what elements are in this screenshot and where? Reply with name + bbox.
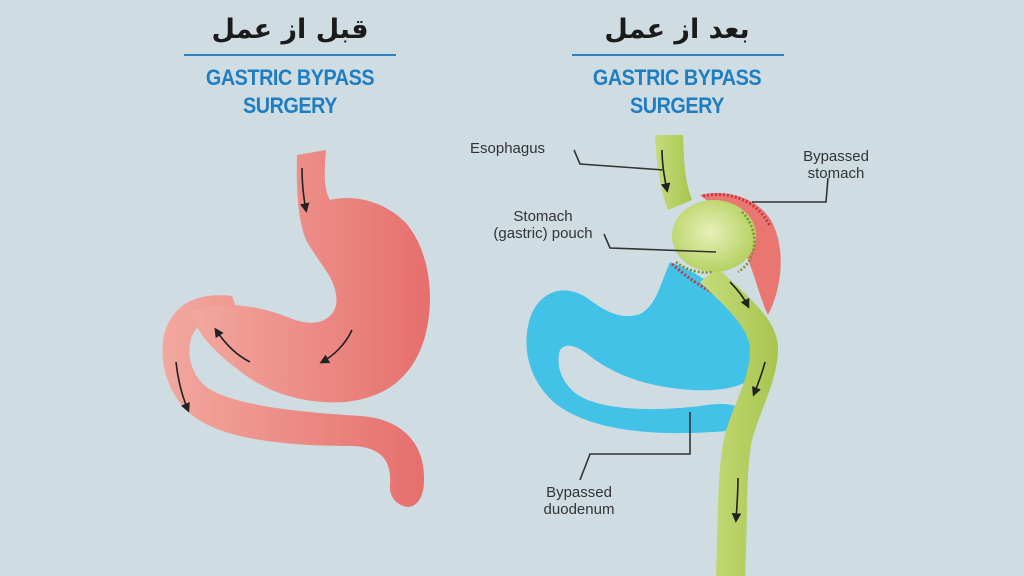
leader-line [752, 177, 829, 203]
bypass-anatomy [526, 135, 829, 576]
esophagus-shape [655, 135, 692, 210]
flow-arrow [175, 361, 190, 413]
label-bypassed-stomach: Bypassed stomach [788, 148, 884, 182]
bypassed-duodenum-shape [526, 262, 766, 434]
label-stomach-pouch-line2: (gastric) pouch [493, 225, 593, 242]
label-bypassed-stomach-line1: Bypassed [803, 148, 869, 165]
right-english-title: GASTRIC BYPASS SURGERY [542, 64, 812, 120]
right-title-rule [572, 54, 784, 56]
label-stomach-pouch-line1: Stomach [513, 208, 573, 225]
leader-line [603, 233, 717, 253]
right-title-line1: GASTRIC BYPASS [592, 65, 762, 90]
suture-line [702, 193, 772, 227]
right-title-line2: SURGERY [629, 93, 725, 118]
normal-stomach [162, 150, 430, 507]
label-esophagus: Esophagus [470, 140, 545, 157]
label-bypassed-duodenum: Bypassed duodenum [524, 484, 634, 518]
flow-arrow [214, 327, 251, 363]
leader-line [573, 149, 665, 171]
left-title-line2: SURGERY [242, 93, 338, 118]
flow-arrow [731, 477, 742, 523]
left-title-line1: GASTRIC BYPASS [205, 65, 375, 90]
flow-arrow [729, 281, 750, 309]
flow-arrow [299, 167, 310, 213]
left-english-title: GASTRIC BYPASS SURGERY [155, 64, 425, 120]
bypassed-stomach-shape [700, 193, 781, 315]
flow-arrow [319, 329, 353, 364]
label-bypassed-duodenum-line2: duodenum [543, 501, 615, 518]
label-bypassed-stomach-line2: stomach [807, 165, 865, 182]
right-persian-title: بعد از عمل [604, 14, 750, 45]
label-esophagus-text: Esophagus [470, 140, 546, 157]
roux-limb-shape [700, 268, 778, 576]
leader-line [579, 412, 691, 481]
left-persian-title: قبل از عمل [211, 14, 369, 45]
flow-arrow [752, 361, 766, 397]
stomach-shape [190, 150, 430, 403]
left-title-rule [184, 54, 396, 56]
gastric-pouch-shape [672, 200, 756, 272]
label-bypassed-duodenum-line1: Bypassed [546, 484, 612, 501]
duodenum-shape [162, 295, 425, 507]
label-stomach-pouch: Stomach (gastric) pouch [478, 208, 608, 242]
